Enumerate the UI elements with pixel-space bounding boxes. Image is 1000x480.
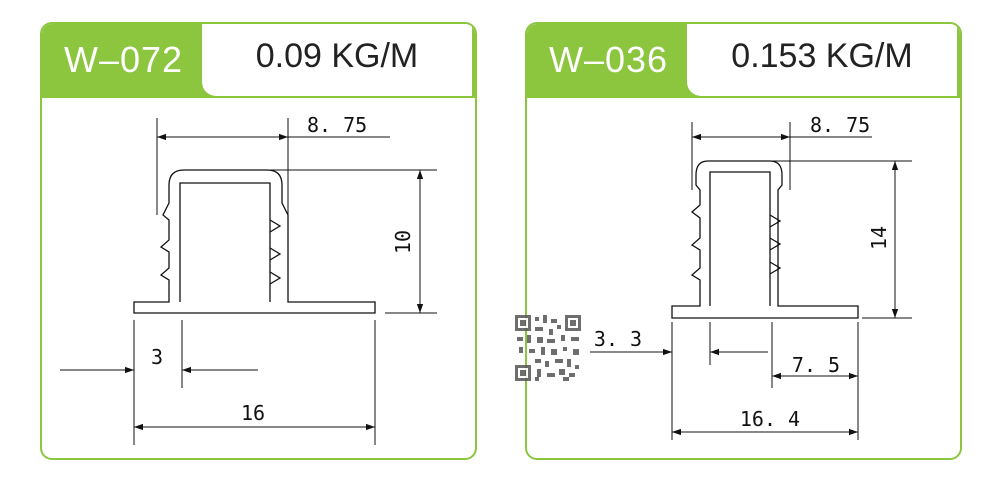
profile-code: W–072: [64, 39, 184, 80]
dim-height: 14: [867, 226, 891, 250]
dim-top-width: 8. 75: [307, 113, 367, 137]
dimension-lines-w072: [60, 118, 437, 445]
dim-base-width: 16: [241, 401, 265, 425]
card-header: W–072 0.09 KG/M: [42, 24, 475, 98]
profile-drawing-w036: [671, 160, 859, 319]
dim-thickness: 3: [151, 345, 163, 369]
card-header: W–036 0.153 KG/M: [527, 24, 960, 98]
profile-card-w072: W–072 0.09 KG/M: [40, 22, 477, 460]
dim-height: 10: [391, 230, 415, 254]
profile-weight: 0.153 KG/M: [731, 37, 913, 75]
profile-outline: [671, 160, 859, 319]
dimension-lines-w036: [590, 122, 912, 440]
dim-thickness: 3. 3: [594, 327, 642, 351]
weight-box: 0.153 KG/M: [687, 24, 957, 96]
qr-code-icon: [515, 315, 581, 381]
dim-flange: 7. 5: [792, 353, 840, 377]
profile-drawing-w072: [133, 169, 376, 314]
dim-top-width: 8. 75: [810, 113, 870, 137]
profile-outline: [133, 169, 376, 314]
dim-base-width: 16. 4: [740, 407, 800, 431]
profile-weight: 0.09 KG/M: [255, 37, 419, 75]
weight-box: 0.09 KG/M: [202, 24, 472, 96]
profile-inner-channel: [179, 182, 271, 302]
profile-code: W–036: [549, 39, 669, 80]
profile-card-w036: W–036 0.153 KG/M: [525, 22, 962, 460]
profile-inner-channel: [709, 171, 771, 306]
